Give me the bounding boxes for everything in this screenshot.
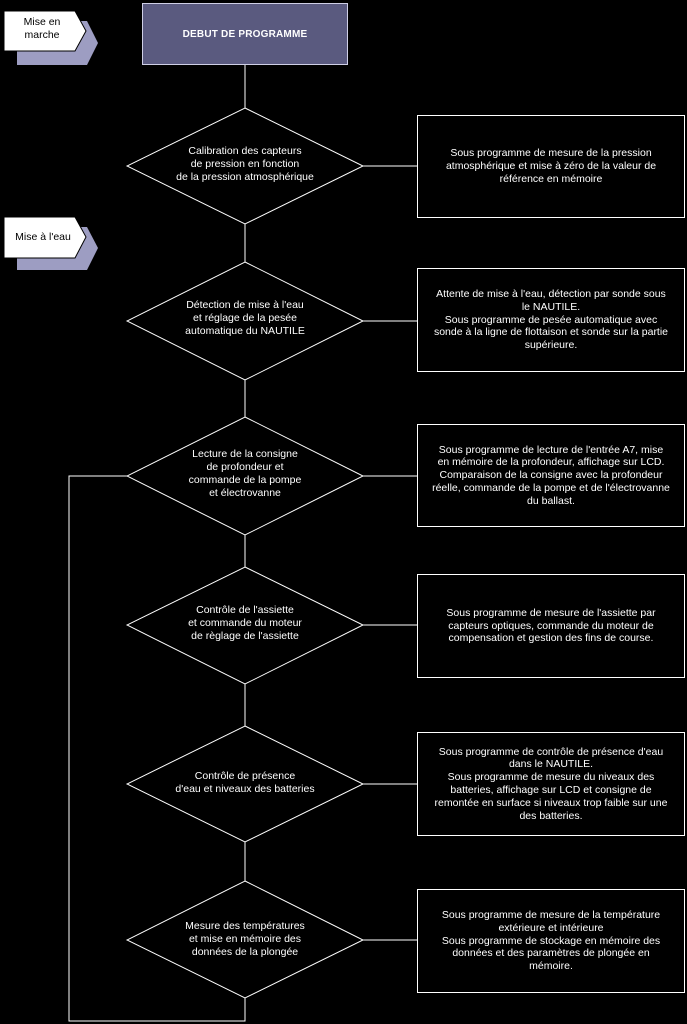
decision-text-5: Contrôle de présence d'eau et niveaux de… <box>175 770 315 795</box>
description-box-6: Sous programme de mesure de la températu… <box>417 889 685 993</box>
start-block: DEBUT DE PROGRAMME <box>142 3 348 65</box>
description-text-2: Attente de mise à l'eau, détection par s… <box>433 288 669 352</box>
description-text-5: Sous programme de contrôle de présence d… <box>434 745 668 822</box>
decision-text-1: Calibration des capteurs de pression en … <box>176 145 314 183</box>
decision-text-6: Mesure des températures et mise en mémoi… <box>185 920 305 958</box>
description-box-3: Sous programme de lecture de l'entrée A7… <box>417 424 685 527</box>
decision-diamond-3 <box>125 416 365 536</box>
decision-text-4: Contrôle de l'assiette et commande du mo… <box>188 604 302 642</box>
description-text-3: Sous programme de lecture de l'entrée A7… <box>432 443 670 507</box>
description-text-1: Sous programme de mesure de la pression … <box>445 147 657 185</box>
tag-shape-1 <box>3 10 98 65</box>
decision-diamond-6 <box>125 880 365 999</box>
tag-label-1: Mise en marche <box>23 16 61 41</box>
description-text-6: Sous programme de mesure de la températu… <box>441 909 661 973</box>
decision-diamond-5 <box>125 725 365 843</box>
description-box-5: Sous programme de contrôle de présence d… <box>417 732 685 836</box>
tag-shape-2 <box>3 216 98 270</box>
description-text-4: Sous programme de mesure de l'assiette p… <box>446 606 656 645</box>
description-box-4: Sous programme de mesure de l'assiette p… <box>417 574 685 678</box>
decision-diamond-1 <box>125 107 365 225</box>
tag-mise-en-marche: Mise en marche <box>3 10 98 65</box>
decision-text-2: Détection de mise à l'eau et réglage de … <box>185 299 305 337</box>
description-box-1: Sous programme de mesure de la pression … <box>417 115 685 218</box>
decision-text-3: Lecture de la consigne de profondeur et … <box>188 448 302 499</box>
tag-mise-a-l-eau: Mise à l'eau <box>3 216 98 270</box>
description-box-2: Attente de mise à l'eau, détection par s… <box>417 268 685 372</box>
decision-diamond-4 <box>125 566 365 685</box>
tag-label-2: Mise à l'eau <box>15 231 71 243</box>
decision-diamond-2 <box>125 261 365 381</box>
start-label: DEBUT DE PROGRAMME <box>182 28 308 40</box>
loop-back-connector <box>68 475 246 1022</box>
